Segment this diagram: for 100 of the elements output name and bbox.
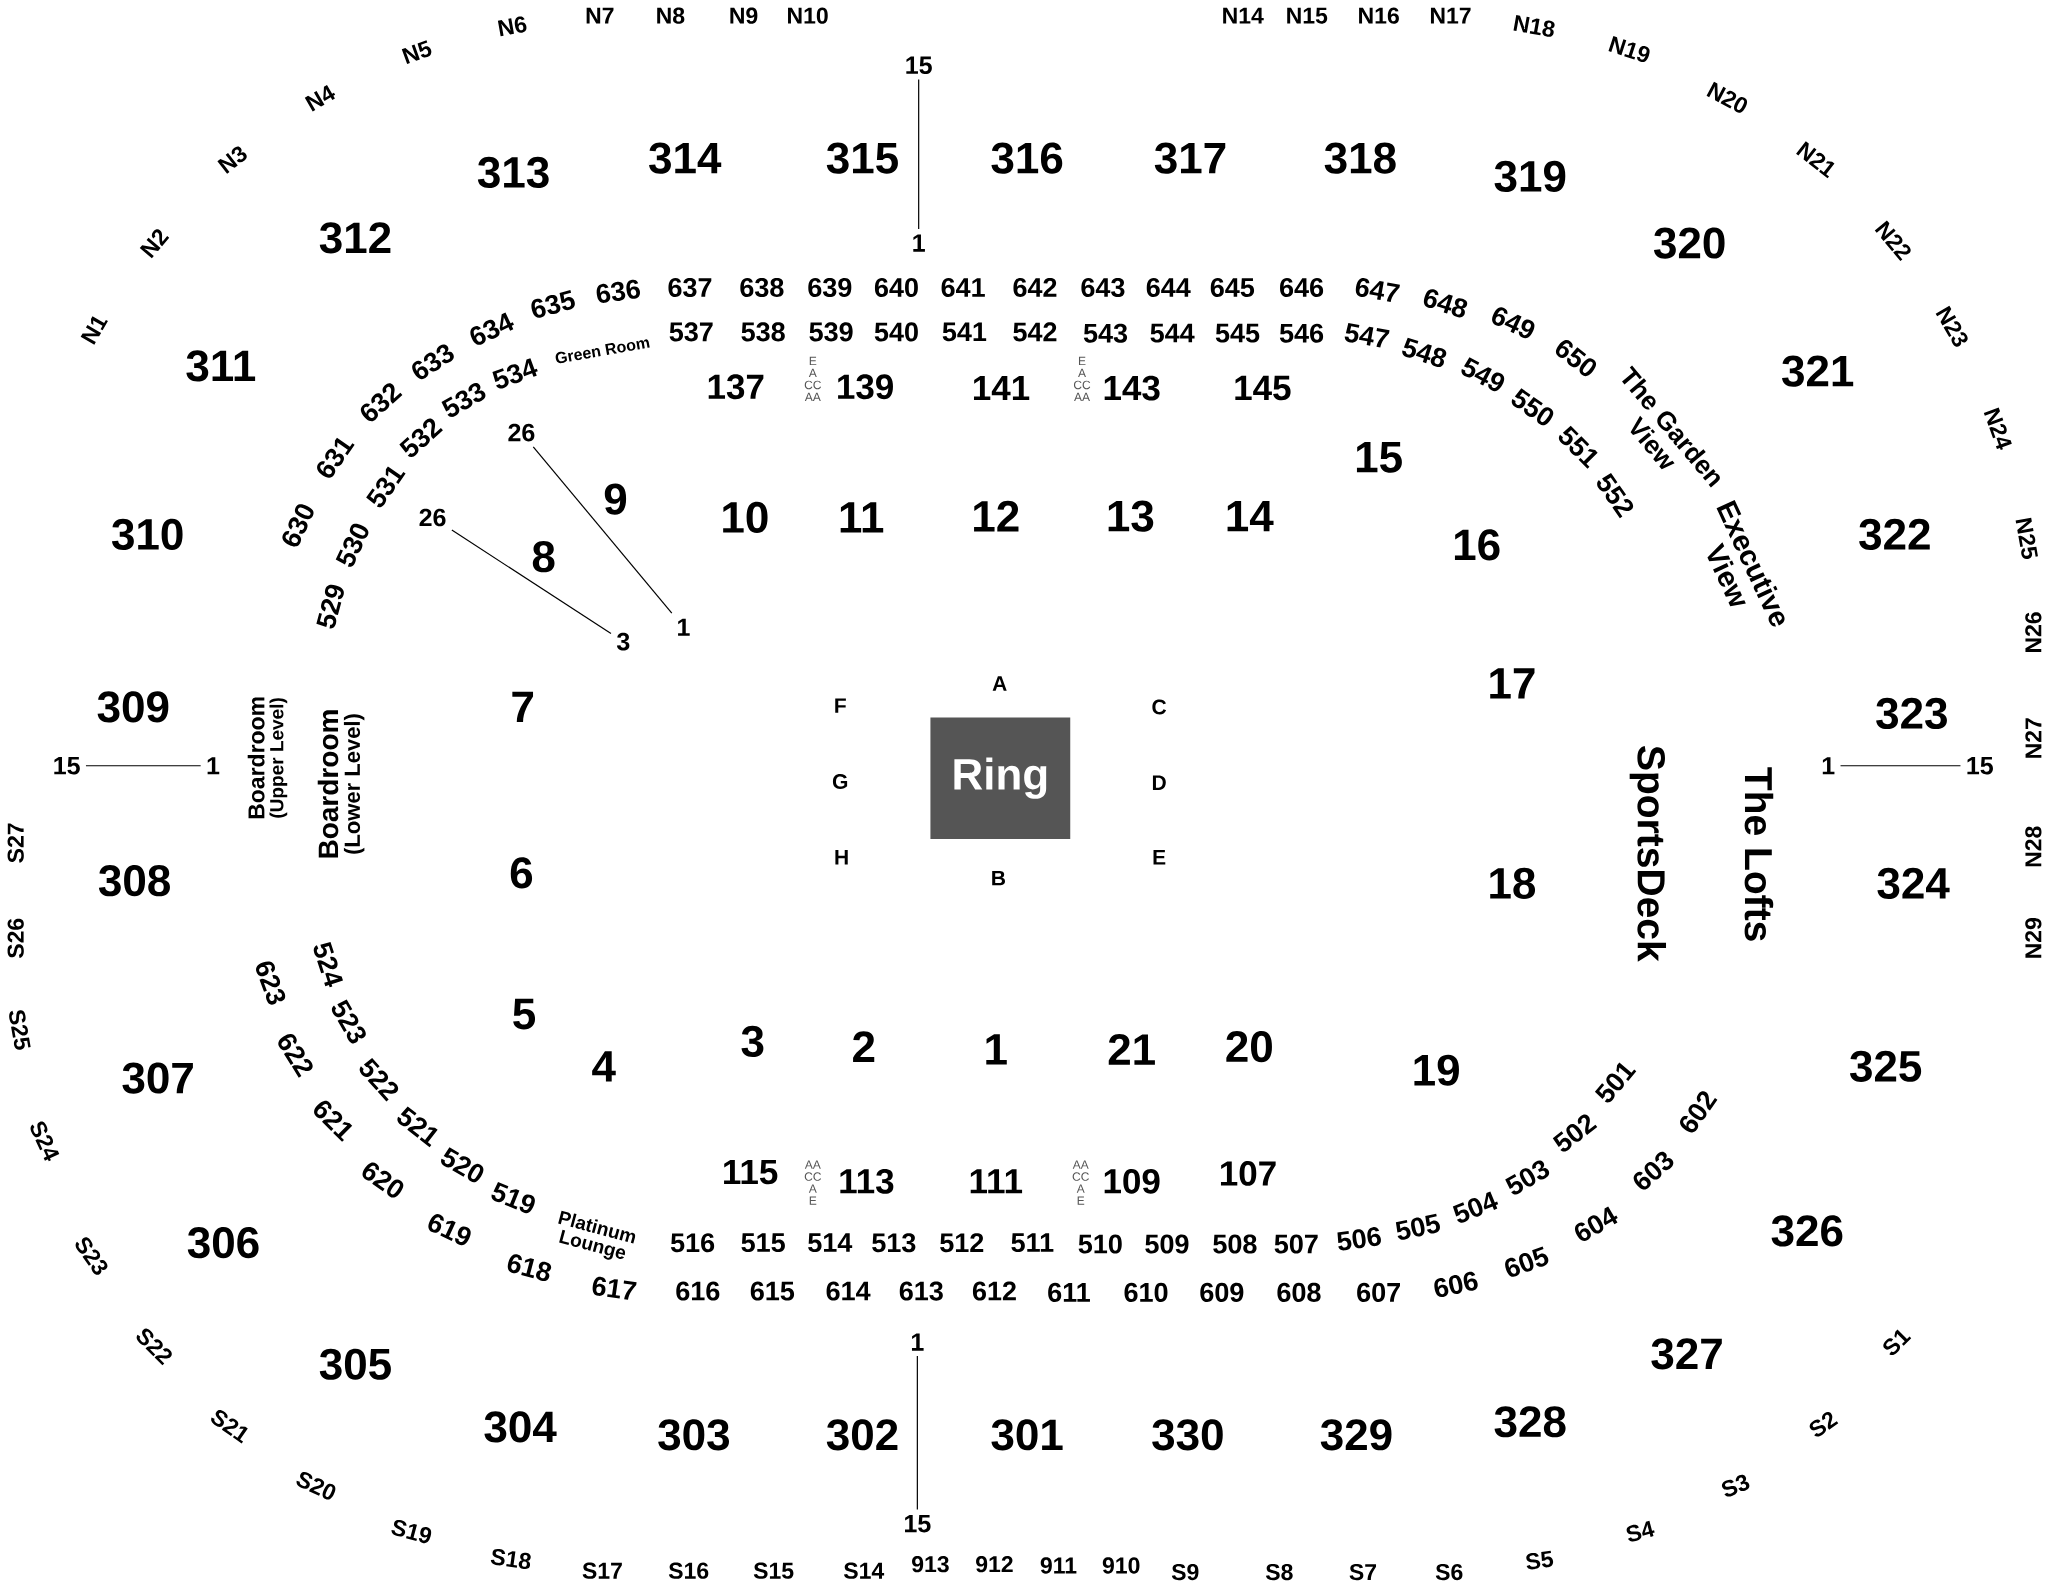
area-name: SportsDeck <box>1629 746 1666 962</box>
section-number: 522 <box>359 1057 399 1102</box>
section-label: S15 <box>753 1562 794 1579</box>
section-number: 308 <box>98 865 170 897</box>
section-label: S7 <box>1349 1563 1376 1581</box>
section-number: 519 <box>491 1181 535 1214</box>
section-number: 538 <box>741 322 785 342</box>
section-number: 329 <box>1320 1419 1392 1451</box>
section-number: 637 <box>668 277 712 297</box>
section-label: S19 <box>391 1519 432 1544</box>
section-number: 7 <box>512 691 534 723</box>
section-number: 20 <box>1226 1031 1272 1063</box>
section-number: 312 <box>319 222 391 254</box>
row-number: 26 <box>419 508 446 527</box>
section-label: S21 <box>211 1409 248 1444</box>
section-label: S1 <box>1883 1329 1912 1355</box>
section-label: N21 <box>1796 141 1835 179</box>
section-label: S4 <box>1626 1520 1655 1542</box>
row-number: 15 <box>905 1514 931 1533</box>
letter-label: D <box>1152 775 1166 790</box>
section-label: N16 <box>1359 7 1399 24</box>
section-number: 533 <box>441 382 486 417</box>
section-number: 107 <box>1220 1161 1276 1186</box>
section-label: N20 <box>1706 81 1748 113</box>
section-label: N29 <box>2025 918 2042 958</box>
section-number: 541 <box>942 322 987 342</box>
section-number: 13 <box>1108 500 1154 532</box>
row-line <box>451 529 612 635</box>
section-number: 609 <box>1200 1282 1244 1302</box>
section-number: 612 <box>972 1281 1016 1301</box>
section-label: N25 <box>2015 517 2038 559</box>
section-number: 638 <box>740 277 784 297</box>
section-label: 911 <box>1040 1557 1077 1574</box>
letter-label: C <box>1152 699 1167 715</box>
section-label: S25 <box>9 1010 31 1050</box>
row-number: 1 <box>207 757 220 775</box>
section-number: 540 <box>874 322 918 342</box>
letter-label: A <box>992 676 1007 691</box>
section-number: 326 <box>1771 1215 1843 1247</box>
section-number: 648 <box>1423 289 1468 318</box>
section-number: 633 <box>412 344 454 380</box>
section-number: 2 <box>853 1031 875 1062</box>
section-label: N5 <box>401 40 432 65</box>
section-number: 523 <box>331 999 366 1044</box>
section-number: 504 <box>1452 1191 1499 1223</box>
section-number: 139 <box>838 374 893 400</box>
section-number: 516 <box>670 1233 715 1253</box>
section-number: 630 <box>282 504 314 547</box>
section-number: 643 <box>1081 277 1125 297</box>
section-label: N8 <box>657 7 685 24</box>
section-number: 530 <box>335 523 369 567</box>
section-number: 6 <box>510 857 533 889</box>
section-label: N9 <box>730 7 758 24</box>
area-name: (Lower Level) <box>343 714 365 854</box>
section-number: 501 <box>1594 1062 1637 1103</box>
section-number: 510 <box>1078 1234 1122 1254</box>
row-line <box>532 446 673 614</box>
section-number: 515 <box>741 1233 785 1253</box>
section-label: S26 <box>7 918 24 958</box>
section-label: N4 <box>304 84 336 112</box>
section-number: 319 <box>1494 160 1566 192</box>
section-number: 634 <box>470 312 514 345</box>
section-number: 618 <box>507 1254 552 1281</box>
section-label: 910 <box>1102 1557 1140 1574</box>
section-number: 313 <box>477 156 549 189</box>
section-number: 301 <box>991 1419 1063 1451</box>
section-number: 11 <box>840 502 884 533</box>
section-number: 10 <box>723 501 768 533</box>
section-number: 542 <box>1013 322 1057 342</box>
section-label: N2 <box>139 229 170 259</box>
section-label: S14 <box>843 1562 885 1579</box>
section-number: 544 <box>1150 323 1195 343</box>
section-number: 512 <box>940 1233 984 1253</box>
section-label: S6 <box>1435 1563 1463 1581</box>
section-label: S16 <box>668 1562 709 1579</box>
section-number: 645 <box>1210 277 1255 297</box>
section-label: S2 <box>1809 1412 1839 1437</box>
area-name: The Lofts <box>1744 767 1774 941</box>
section-label: N17 <box>1430 7 1471 24</box>
section-number: 521 <box>397 1106 438 1148</box>
section-number: 322 <box>1859 518 1930 550</box>
section-number: 320 <box>1653 227 1725 259</box>
section-number: 111 <box>970 1169 1023 1194</box>
section-number: 546 <box>1279 323 1324 343</box>
section-number: 644 <box>1146 277 1191 297</box>
section-number: 328 <box>1494 1406 1566 1438</box>
section-number: 324 <box>1877 867 1950 899</box>
section-number: 619 <box>428 1214 471 1246</box>
section-number: 307 <box>122 1062 193 1094</box>
row-number: 15 <box>54 757 80 775</box>
section-number: 109 <box>1104 1168 1160 1194</box>
section-number: 15 <box>1356 441 1402 473</box>
section-number: 650 <box>1555 340 1597 377</box>
section-number: 529 <box>316 584 344 629</box>
section-label: N26 <box>2025 612 2042 652</box>
section-number: 1 <box>986 1034 1007 1065</box>
section-number: 514 <box>808 1233 853 1253</box>
section-number: 636 <box>596 279 640 303</box>
section-number: 511 <box>1011 1233 1054 1253</box>
section-number: 552 <box>1597 473 1634 519</box>
